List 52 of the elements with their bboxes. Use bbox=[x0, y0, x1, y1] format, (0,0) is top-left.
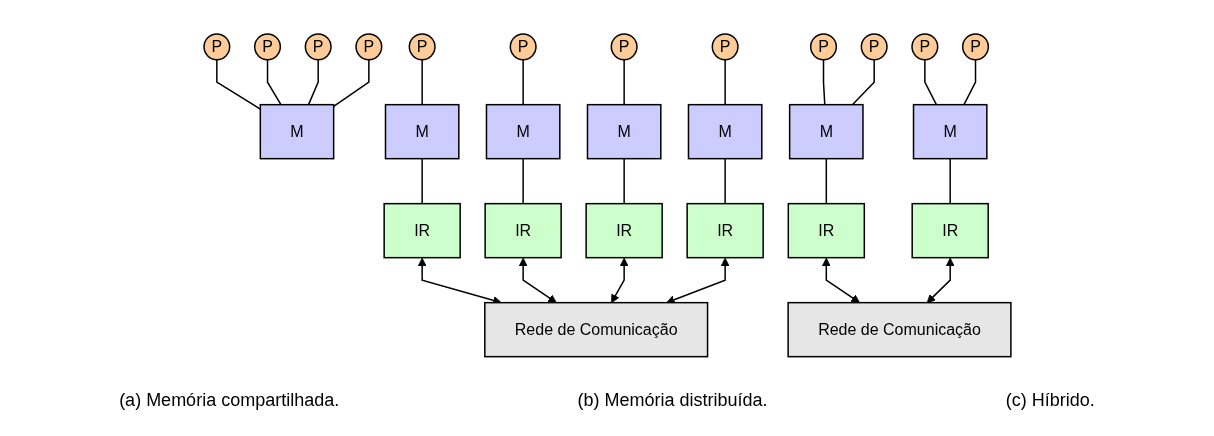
node-box: Rede de Comunicação bbox=[483, 301, 708, 358]
connector bbox=[723, 58, 726, 106]
caption: (b) Memória distribuída. bbox=[577, 390, 768, 411]
connector bbox=[822, 58, 826, 106]
node-circle: P bbox=[860, 32, 888, 61]
connector bbox=[266, 58, 282, 106]
node-box: M bbox=[485, 103, 561, 160]
connector bbox=[622, 157, 625, 205]
node-box: M bbox=[384, 103, 460, 160]
arrow bbox=[665, 257, 730, 304]
arrow bbox=[610, 257, 629, 303]
connector bbox=[521, 157, 524, 205]
caption: (a) Memória compartilhada. bbox=[119, 390, 340, 411]
node-circle: P bbox=[509, 32, 537, 61]
connector bbox=[420, 157, 423, 205]
connector bbox=[622, 58, 625, 106]
connector bbox=[825, 157, 827, 205]
node-circle: P bbox=[910, 32, 938, 61]
node-box: IR bbox=[483, 202, 562, 259]
arrow bbox=[518, 257, 557, 303]
arrow bbox=[821, 257, 860, 303]
connector bbox=[307, 58, 319, 106]
connector bbox=[962, 58, 976, 106]
connector bbox=[949, 157, 951, 205]
node-box: IR bbox=[787, 202, 865, 259]
node-circle: P bbox=[408, 32, 436, 61]
connector bbox=[420, 58, 423, 106]
node-box: M bbox=[259, 103, 334, 160]
node-box: Rede de Comunicação bbox=[786, 301, 1012, 358]
node-circle: P bbox=[354, 32, 382, 61]
node-box: IR bbox=[382, 202, 461, 259]
node-box: M bbox=[687, 103, 763, 160]
connector bbox=[521, 58, 524, 106]
arrow bbox=[926, 257, 955, 303]
node-box: IR bbox=[584, 202, 663, 259]
caption: (c) Híbrido. bbox=[1005, 390, 1095, 411]
node-circle: P bbox=[610, 32, 638, 61]
connector bbox=[923, 58, 937, 106]
connector bbox=[332, 58, 370, 107]
node-circle: P bbox=[711, 32, 739, 61]
connector bbox=[723, 157, 726, 205]
node-circle: P bbox=[253, 32, 281, 61]
node-box: M bbox=[912, 103, 988, 160]
connector bbox=[851, 58, 875, 106]
node-box: M bbox=[788, 103, 864, 160]
node-box: M bbox=[586, 103, 662, 160]
node-circle: P bbox=[809, 32, 837, 61]
node-circle: P bbox=[304, 32, 332, 61]
node-circle: P bbox=[961, 32, 989, 61]
node-box: IR bbox=[911, 202, 989, 259]
node-circle: P bbox=[202, 32, 230, 61]
node-box: IR bbox=[685, 202, 764, 259]
